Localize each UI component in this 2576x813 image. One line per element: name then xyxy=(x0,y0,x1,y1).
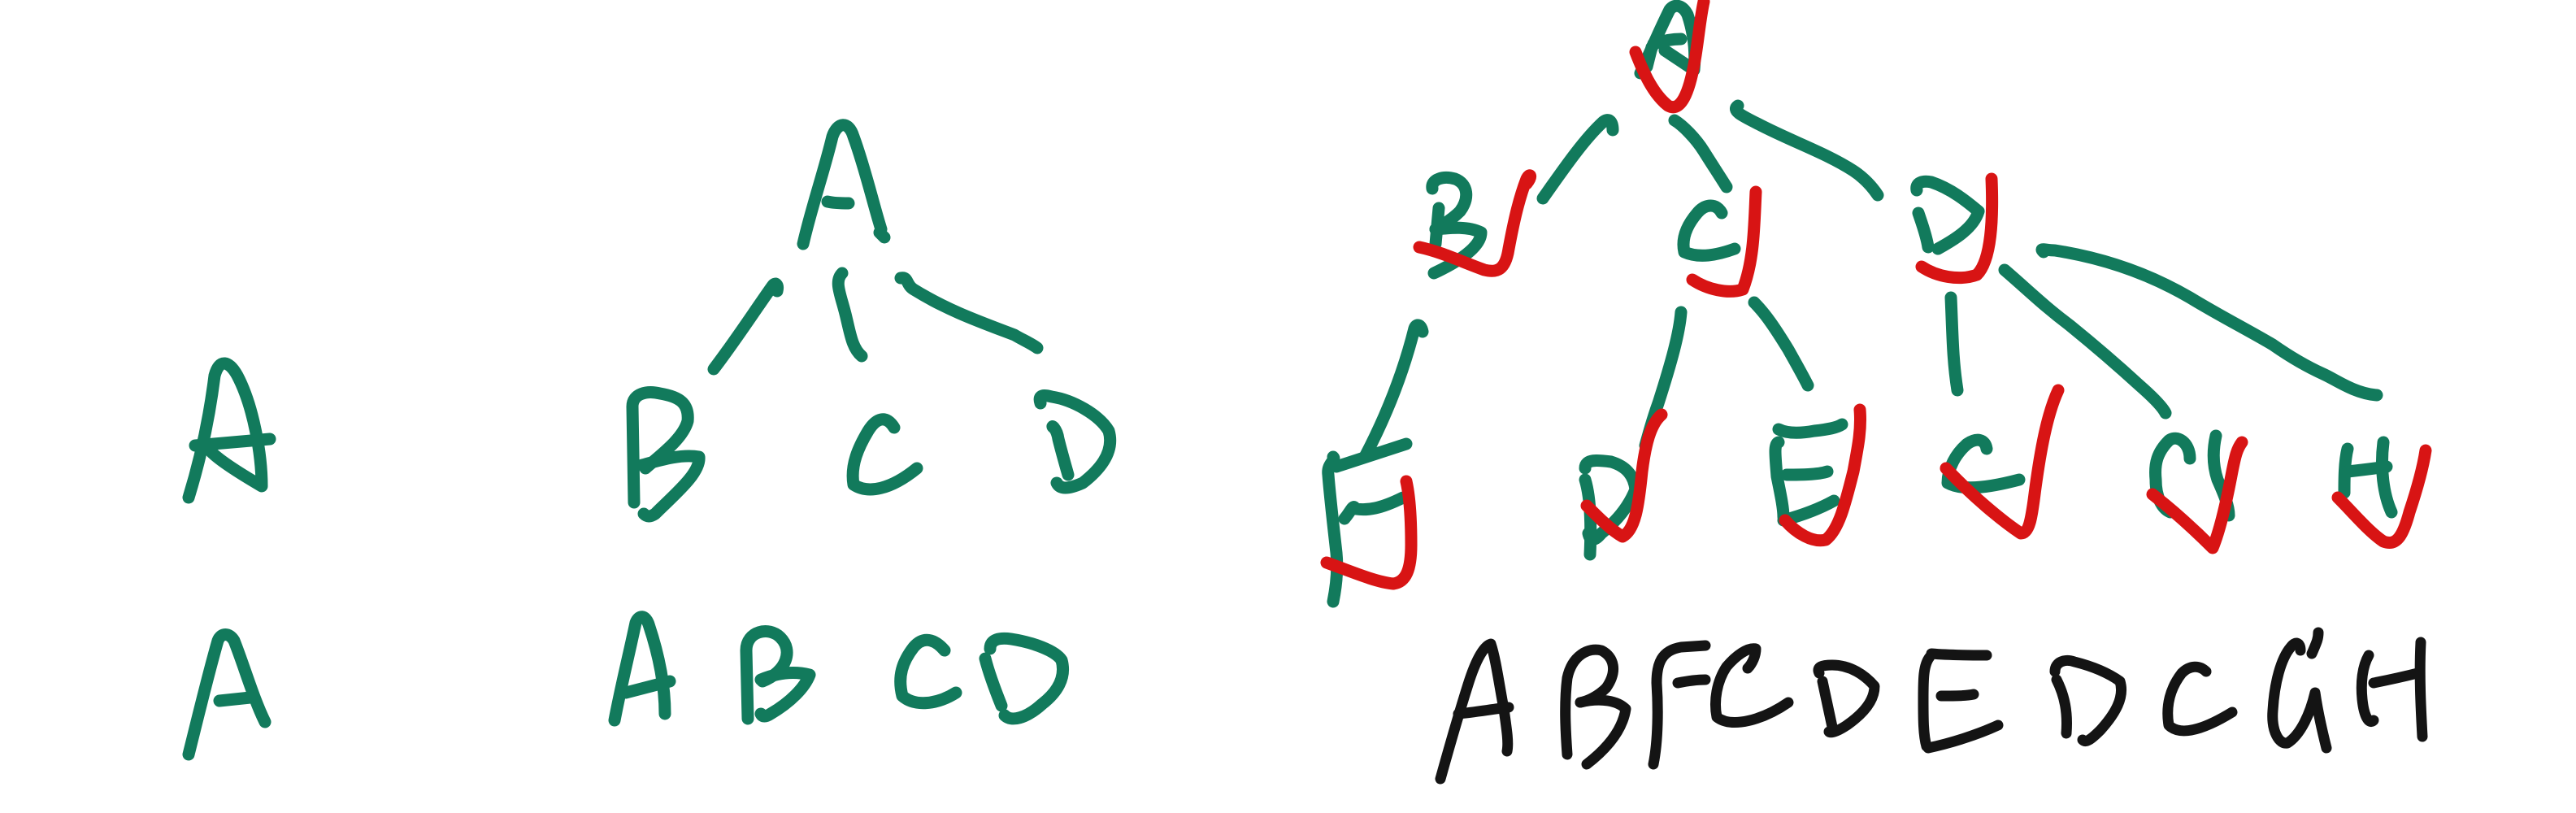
tree-edges-large xyxy=(1359,99,2383,462)
traversal-text-single xyxy=(182,628,272,761)
node-c-large xyxy=(1677,199,1741,262)
node-a-small xyxy=(797,119,891,250)
node-e-under-c xyxy=(1769,418,1848,527)
example-large-tree xyxy=(1320,0,2432,785)
node-a-large xyxy=(1634,0,1701,80)
traversal-text-small xyxy=(608,611,1069,727)
traversal-text-large xyxy=(1435,627,2428,785)
node-d-large xyxy=(1910,175,1985,255)
example-single-node xyxy=(182,357,276,761)
node-h-under-d xyxy=(2338,436,2398,519)
node-b-small xyxy=(626,386,706,523)
traversal-path-marks xyxy=(1320,0,2432,590)
example-small-tree xyxy=(608,119,1117,727)
node-f-large xyxy=(1322,437,1413,608)
node-d-small xyxy=(1033,389,1117,494)
node-a-single xyxy=(182,357,276,504)
tree-edges-small xyxy=(707,267,1044,376)
node-c-small xyxy=(846,413,923,496)
